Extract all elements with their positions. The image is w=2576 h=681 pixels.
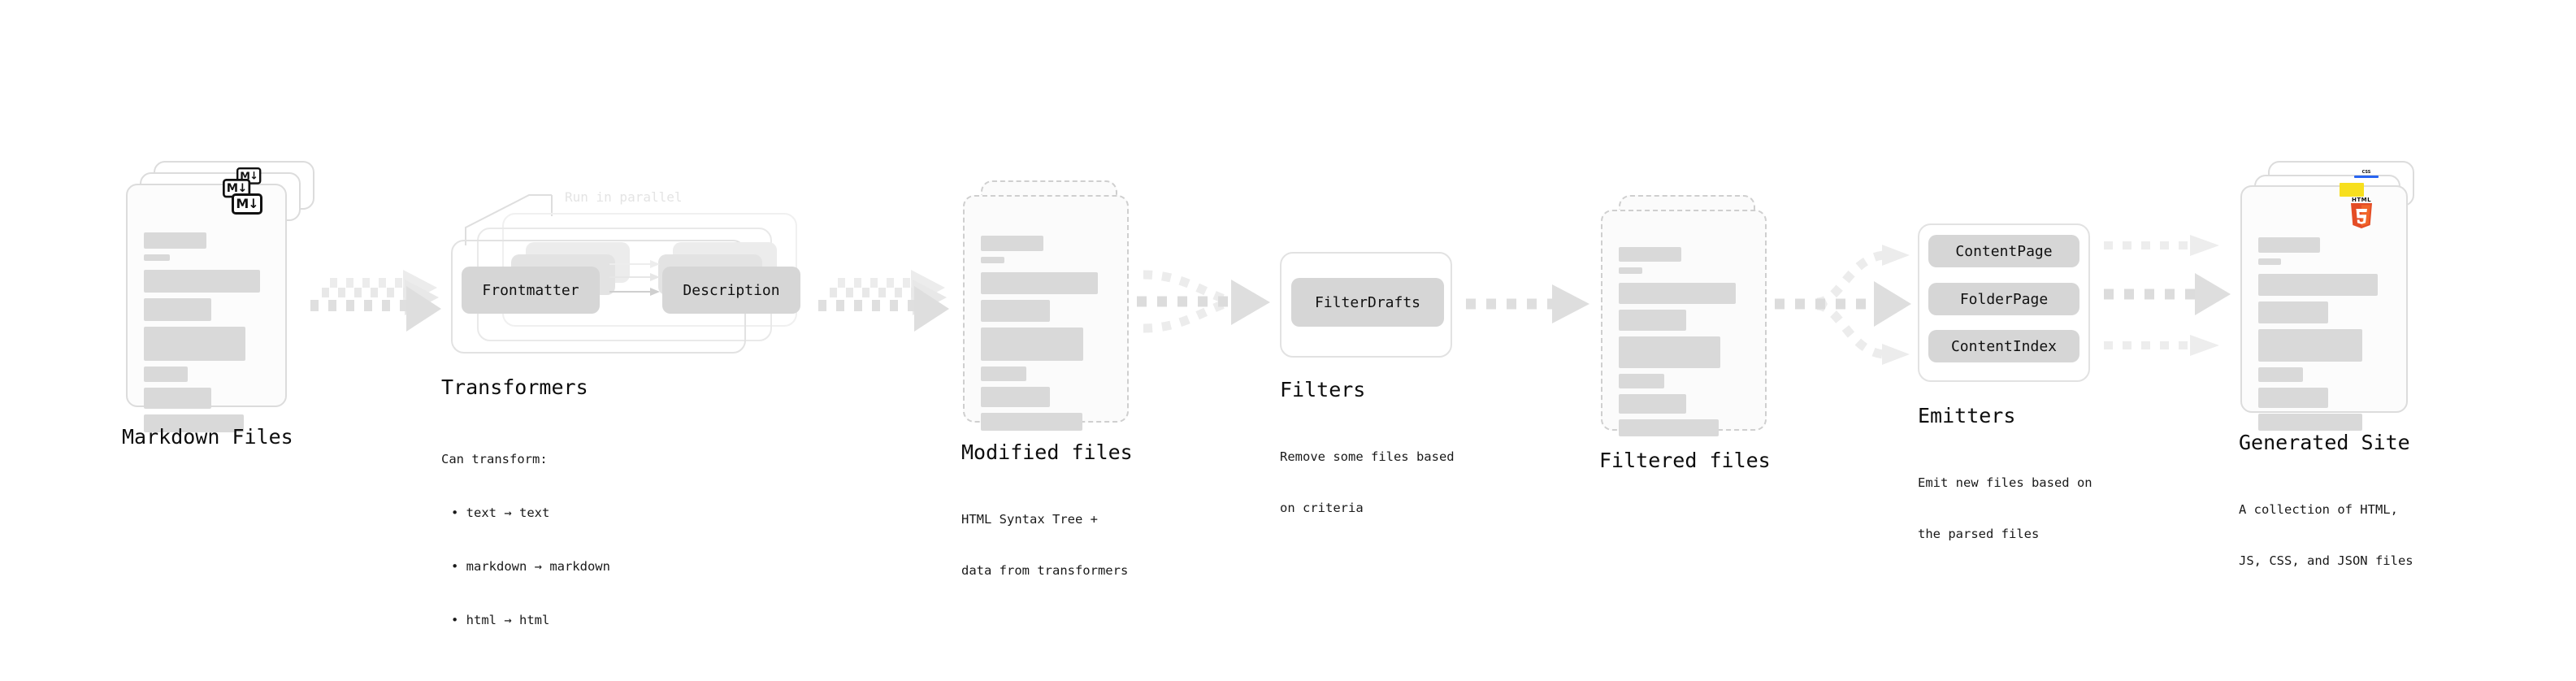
stage-title-generated-site: Generated Site	[2239, 431, 2410, 454]
markdown-badge-back-1: M↓	[223, 179, 251, 198]
stage-subtitle-generated-site: A collection of HTML, JS, CSS, and JSON …	[2239, 467, 2413, 604]
filters-pill-filterdrafts-label: FilterDrafts	[1314, 293, 1421, 311]
emitters-pill-contentpage-label: ContentPage	[1955, 242, 2053, 260]
filters-frame	[1280, 252, 1452, 358]
html5-badge: HTML	[2347, 197, 2376, 232]
filtered-skeleton-body	[1619, 247, 1749, 436]
emitters-pill-folderpage[interactable]: FolderPage	[1928, 283, 2079, 315]
arrow-filtered-files-to-emitters	[1772, 244, 1914, 378]
run-in-parallel-leader	[465, 194, 553, 245]
modified-file-stack	[963, 180, 1150, 440]
filters-line-2: on criteria	[1280, 501, 1364, 515]
transform-note: Can transform:	[441, 452, 548, 466]
emitters-line-1: Emit new files based on	[1918, 475, 2092, 490]
emitters-frame	[1918, 223, 2090, 382]
html5-shield-icon	[2349, 203, 2374, 231]
modified-files-line-1: HTML Syntax Tree +	[961, 512, 1098, 527]
generated-site-line-1: A collection of HTML,	[2239, 502, 2398, 517]
stage-title-emitters: Emitters	[1918, 404, 2016, 427]
stage-subtitle-modified-files: HTML Syntax Tree + data from transformer…	[961, 477, 1128, 614]
markdown-file-stack: M↓ M↓ M↓	[126, 161, 321, 432]
stage-subtitle-emitters: Emit new files based on the parsed files	[1918, 440, 2092, 577]
stage-title-filters: Filters	[1280, 378, 1366, 401]
modified-files-line-2: data from transformers	[961, 563, 1129, 578]
emitters-pill-contentindex[interactable]: ContentIndex	[1928, 330, 2079, 362]
markdown-badge-glyph: M↓	[236, 196, 258, 211]
css-badge-bar	[2354, 176, 2379, 178]
arrow-modified-files-to-filters	[1134, 258, 1276, 356]
markdown-card-front	[126, 184, 287, 432]
transform-item-text: • text → text	[451, 505, 550, 520]
filtered-card-front	[1601, 210, 1767, 436]
arrow-transformers-to-modified-files	[815, 268, 949, 349]
stage-title-transformers: Transformers	[441, 375, 588, 399]
stage-markdown-files: M↓ M↓ M↓ Markdown Files	[122, 161, 321, 449]
stage-modified-files: Modified files HTML Syntax Tree + data f…	[961, 180, 1150, 578]
stage-subtitle-transformers: Can transform: • text → text • markdown …	[441, 414, 610, 665]
transformer-pill-description[interactable]: Description	[662, 267, 800, 314]
markdown-badge-glyph: M↓	[240, 169, 258, 182]
css-badge-label: CSS	[2361, 170, 2371, 175]
markdown-badge-glyph: M↓	[226, 180, 248, 195]
arrow-filters-to-filtered-files	[1463, 283, 1593, 340]
emitters-pill-folderpage-label: FolderPage	[1959, 290, 2049, 308]
stage-generated-site: CSS HTML Generated Site A collection of …	[2239, 161, 2444, 568]
transformer-pill-description-label: Description	[683, 281, 780, 299]
generated-card-front	[2240, 185, 2408, 431]
emitters-pill-contentpage[interactable]: ContentPage	[1928, 235, 2079, 267]
markdown-skeleton-body	[144, 232, 269, 432]
filtered-file-stack	[1601, 195, 1788, 439]
emitters-pill-contentindex-label: ContentIndex	[1950, 337, 2058, 355]
transformer-pill-frontmatter-label: Frontmatter	[482, 281, 579, 299]
js-badge	[2340, 183, 2364, 197]
transform-item-html: • html → html	[451, 613, 550, 627]
stage-title-markdown-files: Markdown Files	[122, 425, 293, 449]
emitters-line-2: the parsed files	[1918, 527, 2040, 541]
filters-line-1: Remove some files based	[1280, 449, 1455, 464]
transformer-pill-frontmatter[interactable]: Frontmatter	[462, 267, 600, 314]
generated-skeleton-body	[2258, 237, 2390, 431]
html5-badge-word: HTML	[2351, 197, 2372, 203]
generated-site-line-2: JS, CSS, and JSON files	[2239, 553, 2413, 568]
arrow-emitters-to-generated-site	[2101, 234, 2247, 368]
filters-pill-filterdrafts[interactable]: FilterDrafts	[1291, 278, 1444, 327]
stage-title-modified-files: Modified files	[961, 440, 1133, 464]
stage-title-filtered-files: Filtered files	[1599, 449, 1771, 472]
arrow-markdown-to-transformers	[307, 268, 441, 349]
generated-site-stack: CSS HTML	[2240, 161, 2444, 431]
stage-filtered-files: Filtered files	[1599, 195, 1788, 472]
stage-subtitle-filters: Remove some files based on criteria	[1280, 414, 1455, 551]
run-in-parallel-label: Run in parallel	[565, 189, 683, 205]
transformer-inner-arrows	[609, 260, 660, 296]
transform-item-markdown: • markdown → markdown	[451, 559, 610, 574]
markdown-badge-front: M↓	[232, 193, 262, 215]
css-badge: CSS	[2354, 171, 2379, 179]
modified-skeleton-body	[981, 236, 1111, 431]
modified-card-front	[963, 195, 1129, 431]
